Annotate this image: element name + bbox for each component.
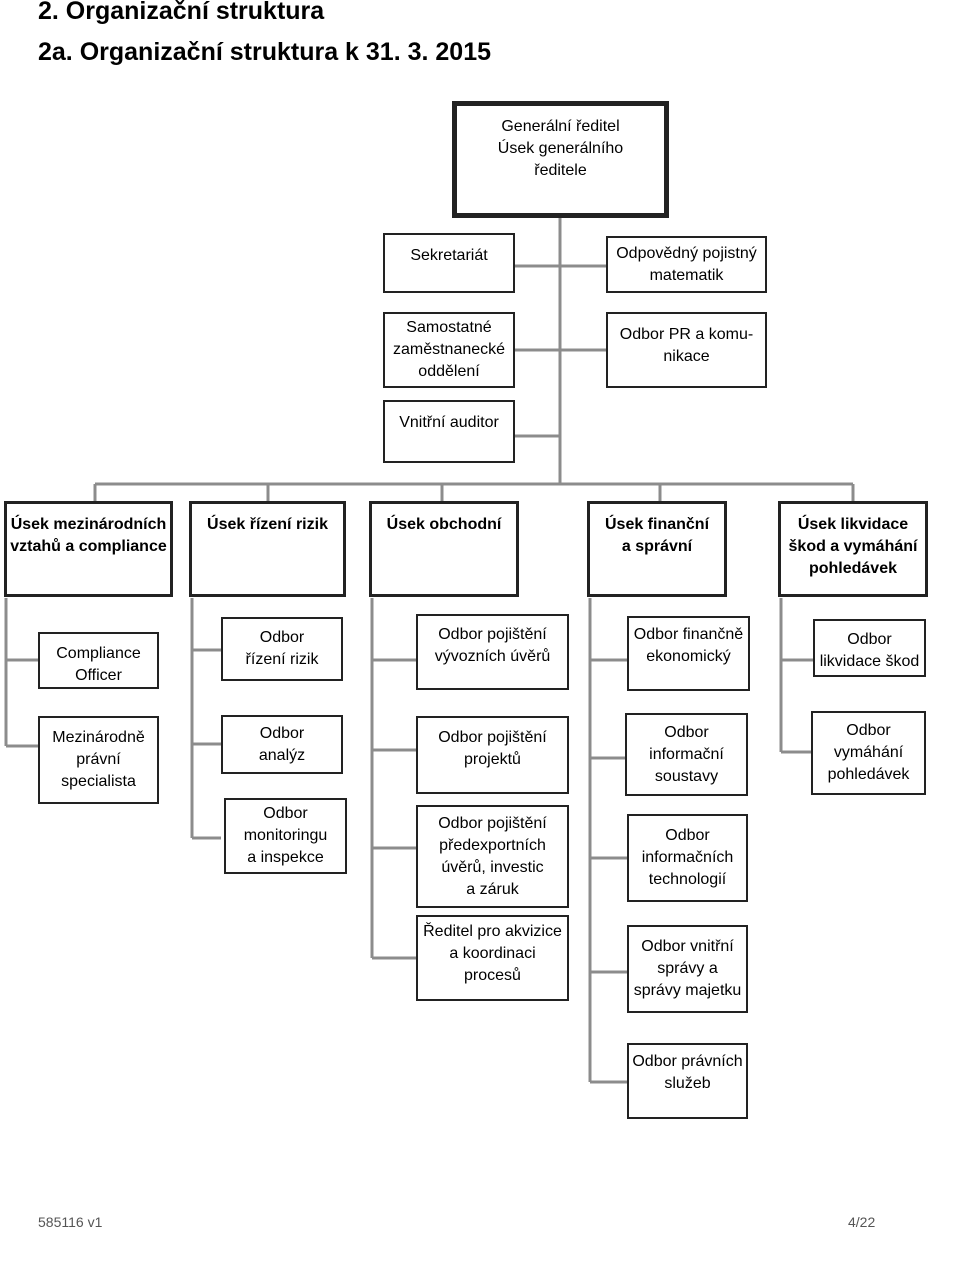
division-finance-administration: Úsek finanční a správní (587, 501, 727, 597)
division-commercial: Úsek obchodní (369, 501, 519, 597)
section-heading: 2. Organizační struktura (38, 0, 325, 25)
division-claims-recovery: Úsek likvidace škod a vymáhání pohledáve… (778, 501, 928, 597)
unit-monitoring-inspection: Odbor monitoringu a inspekce (224, 798, 347, 874)
unit-project-insurance: Odbor pojištění projektů (416, 716, 569, 794)
ceo-box: Generální ředitel Úsek generálního ředit… (452, 101, 669, 218)
document-id: 585116 v1 (38, 1214, 103, 1230)
unit-finance-economic: Odbor finančně ekonomický (627, 616, 750, 691)
page-number: 4/22 (848, 1214, 876, 1230)
unit-compliance-officer: Compliance Officer (38, 632, 159, 689)
division-risk-management: Úsek řízení rizik (189, 501, 346, 597)
unit-analysis: Odbor analýz (221, 715, 343, 774)
unit-information-system: Odbor informační soustavy (625, 713, 748, 796)
internal-auditor-box: Vnitřní auditor (383, 400, 515, 463)
unit-risk-management: Odbor řízení rizik (221, 617, 343, 681)
unit-international-legal-specialist: Mezinárodně právní specialista (38, 716, 159, 804)
unit-internal-administration: Odbor vnitřní správy a správy majetku (627, 925, 748, 1013)
pr-dept-box: Odbor PR a komu- nikace (606, 312, 767, 388)
unit-export-credit-insurance: Odbor pojištění vývozních úvěrů (416, 614, 569, 690)
unit-legal-services: Odbor právních služeb (627, 1043, 748, 1119)
unit-preexport-insurance: Odbor pojištění předexportních úvěrů, in… (416, 805, 569, 908)
independent-dept-box: Samostatné zaměstnanecké oddělení (383, 312, 515, 388)
unit-information-technology: Odbor informačních technologií (627, 814, 748, 902)
unit-claims-settlement: Odbor likvidace škod (813, 619, 926, 677)
org-chart-date-heading: 2a. Organizační struktura k 31. 3. 2015 (38, 38, 492, 66)
secretariat-box: Sekretariát (383, 233, 515, 293)
unit-receivables-recovery: Odbor vymáhání pohledávek (811, 711, 926, 795)
actuary-box: Odpovědný pojistný matematik (606, 236, 767, 293)
division-international-compliance: Úsek mezinárodních vztahů a compliance (4, 501, 173, 597)
unit-acquisitions-director: Ředitel pro akvizice a koordinaci proces… (416, 915, 569, 1001)
